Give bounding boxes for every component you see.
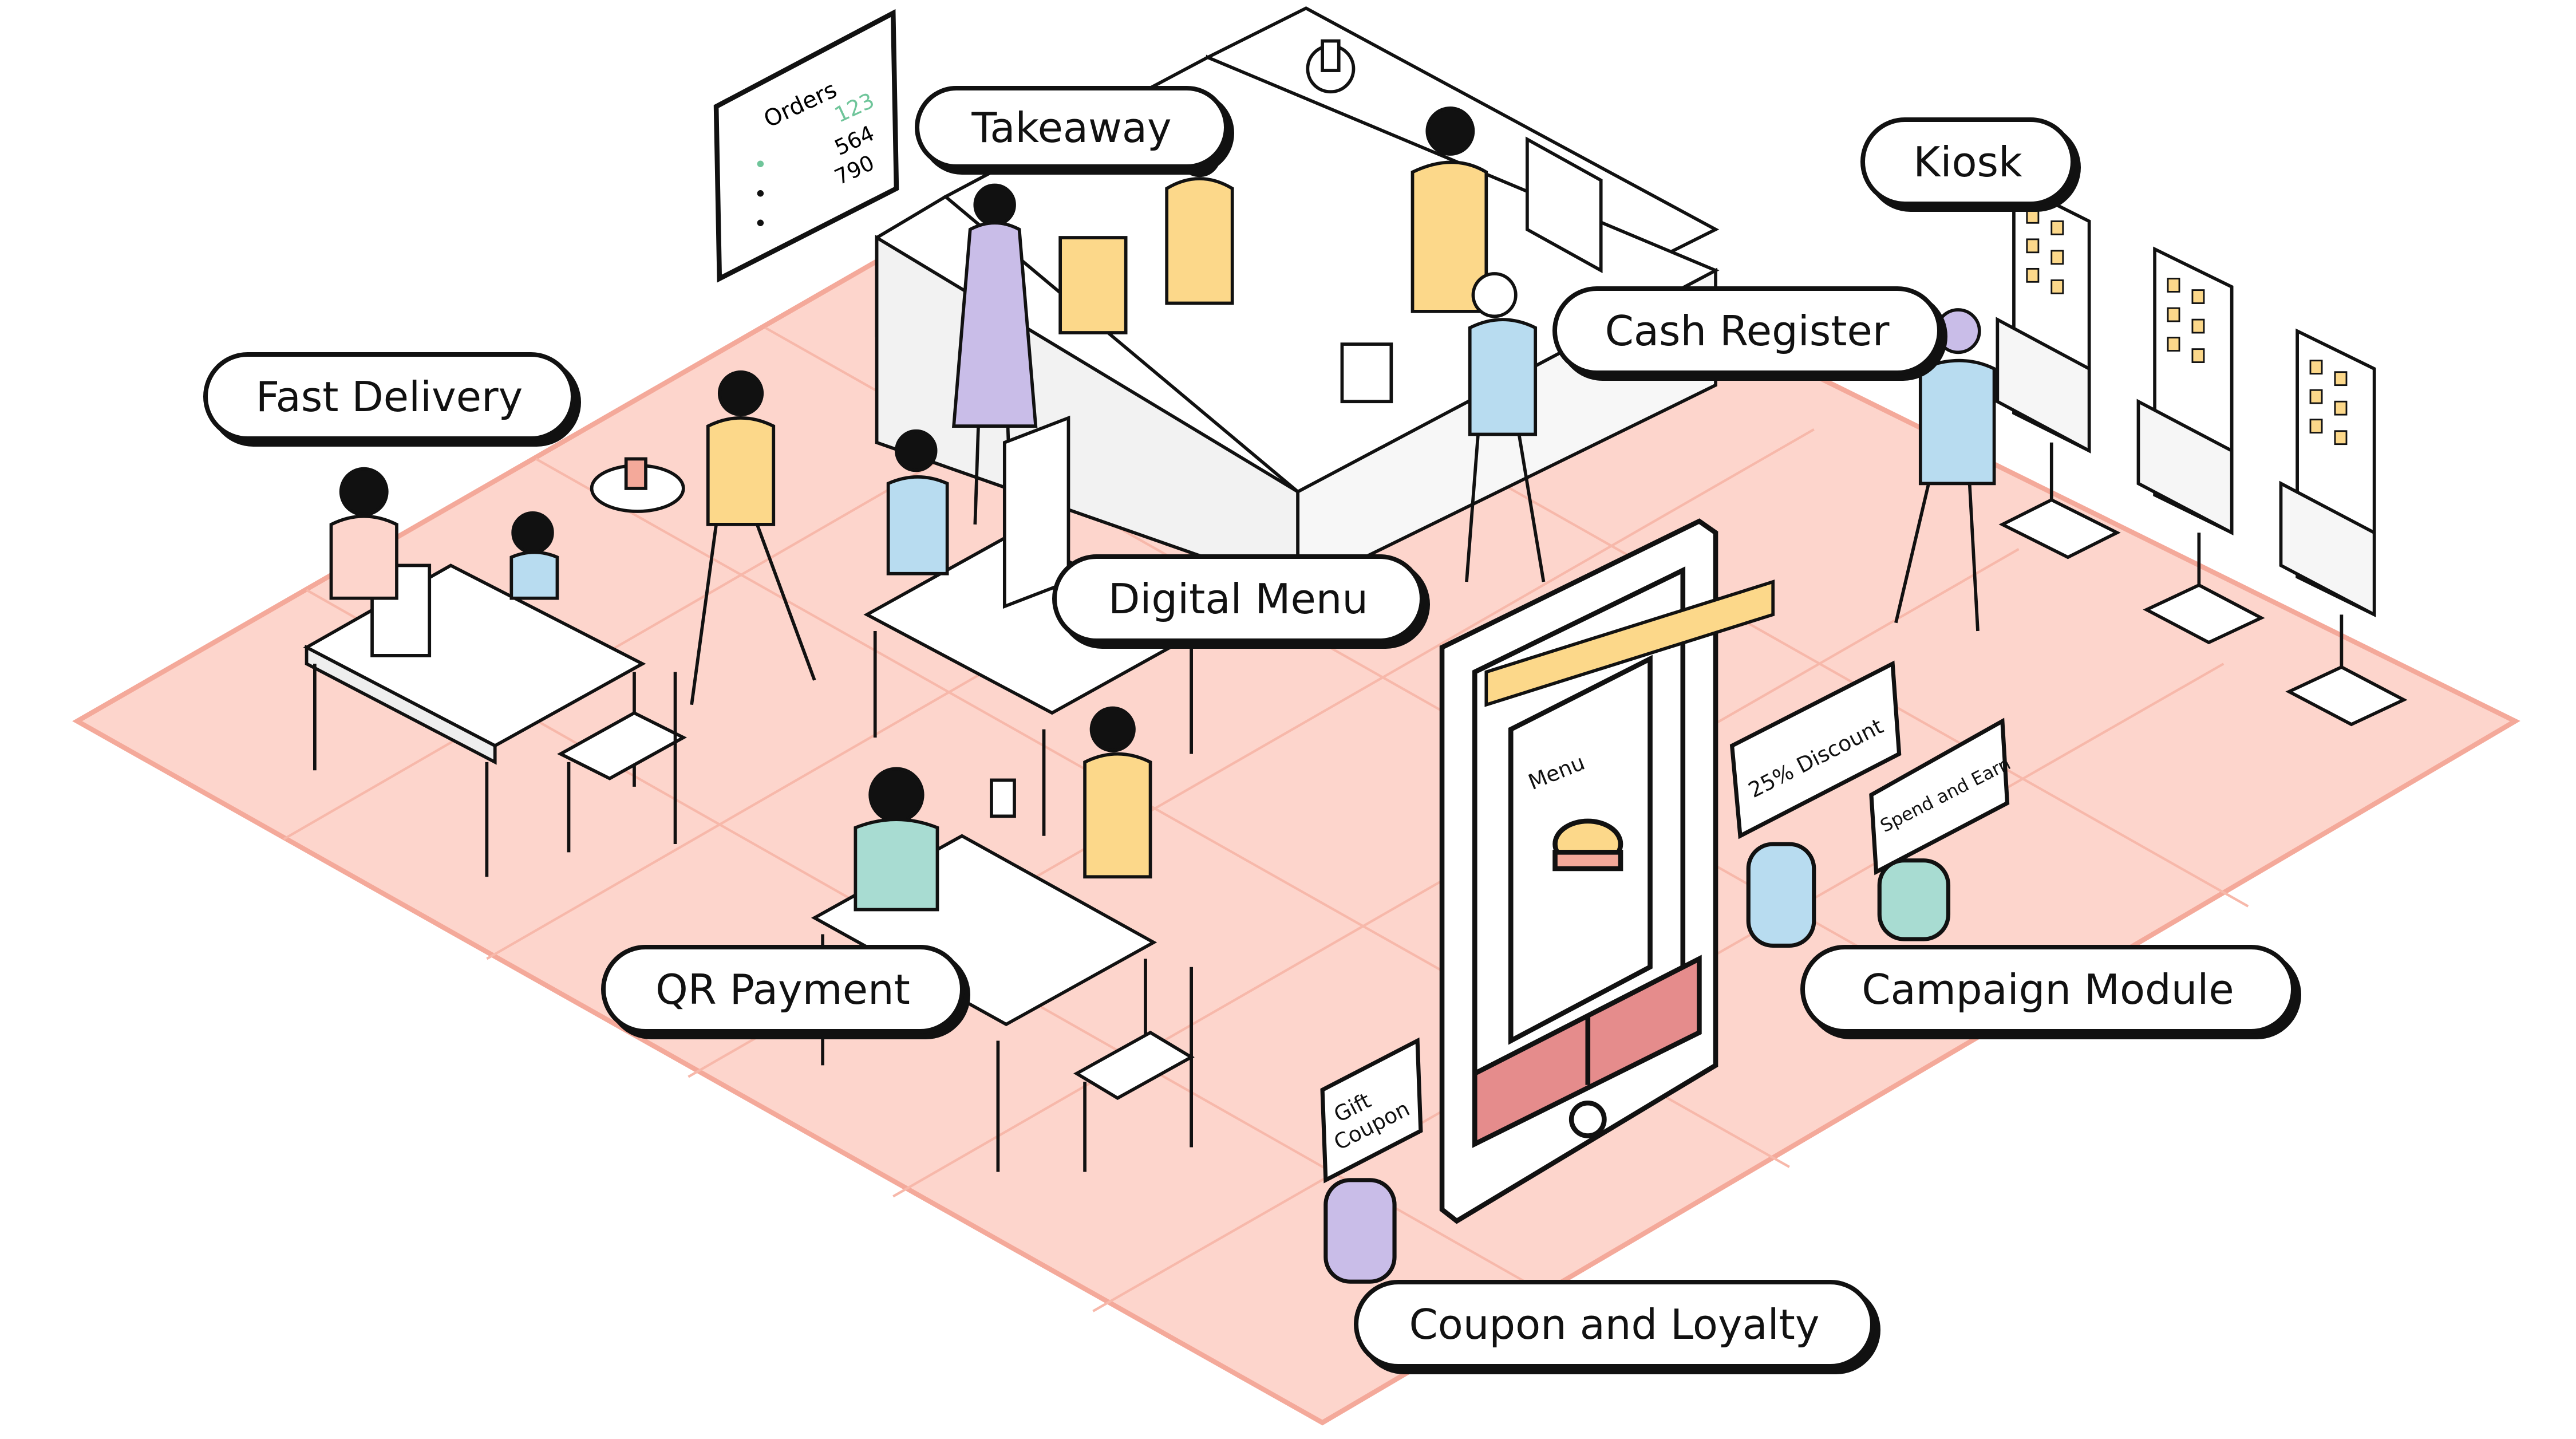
label-campaign-module-text: Campaign Module <box>1862 965 2234 1014</box>
label-fast-delivery[interactable]: Fast Delivery <box>203 352 575 441</box>
label-digital-menu-text: Digital Menu <box>1108 574 1369 623</box>
label-cash-register-text: Cash Register <box>1605 306 1890 355</box>
label-qr-payment[interactable]: QR Payment <box>601 945 965 1034</box>
delivery-chair <box>557 672 687 853</box>
label-coupon-loyalty[interactable]: Coupon and Loyalty <box>1354 1280 1875 1369</box>
digital-menu-table <box>863 415 1203 836</box>
kiosk-screen-dots <box>2026 208 2348 446</box>
paying-customer <box>1465 272 1546 582</box>
kiosk-customer <box>1894 308 1996 632</box>
label-cash-register[interactable]: Cash Register <box>1552 286 1942 375</box>
label-coupon-loyalty-text: Coupon and Loyalty <box>1409 1300 1820 1349</box>
discount-sign: 25% Discount <box>1729 660 1902 948</box>
cashier <box>1411 107 1488 313</box>
label-takeaway[interactable]: Takeaway <box>915 86 1228 169</box>
label-digital-menu[interactable]: Digital Menu <box>1052 554 1424 643</box>
qr-chair <box>1073 967 1195 1172</box>
delivery-table <box>303 467 646 877</box>
cash-register-terminal <box>1340 136 1603 404</box>
label-campaign-module[interactable]: Campaign Module <box>1800 945 2296 1034</box>
label-kiosk[interactable]: Kiosk <box>1860 117 2075 206</box>
label-takeaway-text: Takeaway <box>971 103 1172 152</box>
label-qr-payment-text: QR Payment <box>655 965 910 1014</box>
label-fast-delivery-text: Fast Delivery <box>255 372 523 421</box>
orders-board: Orders 123 564 790 <box>713 9 899 283</box>
phone-app: Menu <box>1439 518 1775 1224</box>
waitress <box>590 370 816 705</box>
label-kiosk-text: Kiosk <box>1913 137 2022 186</box>
